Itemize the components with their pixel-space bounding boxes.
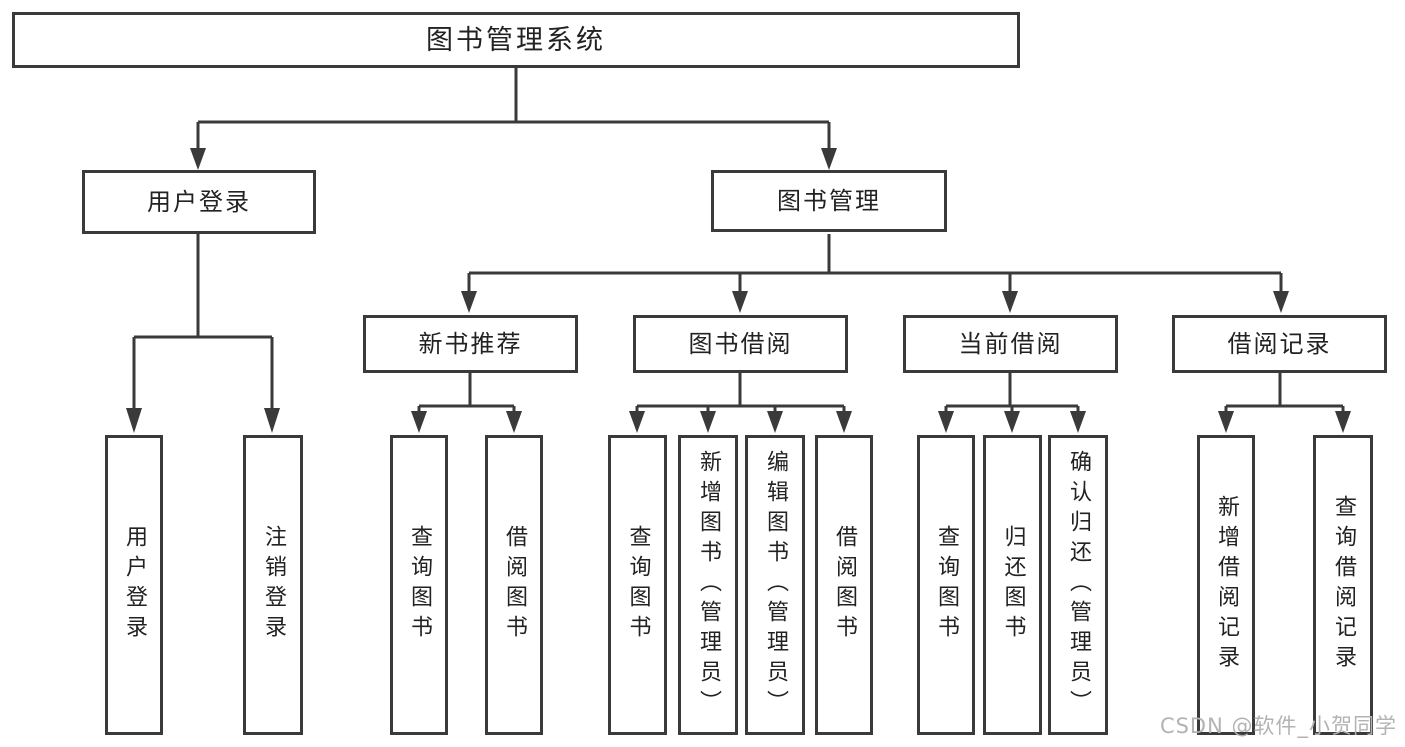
- node-label: 当前借阅: [958, 330, 1063, 358]
- node-label: 归还图书: [1000, 525, 1026, 645]
- node-label: 图书管理: [777, 187, 881, 215]
- node-label: 新增借阅记录: [1214, 495, 1239, 675]
- node-label: 查询图书: [625, 525, 651, 645]
- leaf-query-borrow-record: 查询借阅记录: [1313, 435, 1373, 735]
- leaf-add-borrow-record: 新增借阅记录: [1197, 435, 1255, 735]
- node-label: 借阅记录: [1227, 330, 1332, 358]
- node-label: 查询图书: [934, 525, 959, 645]
- node-label: 图书管理系统: [426, 24, 606, 56]
- leaf-query-books: 查询图书: [917, 435, 975, 735]
- leaf-return-books: 归还图书: [983, 435, 1042, 735]
- leaf-edit-books-admin: 编辑图书（管理员）: [745, 435, 805, 735]
- node-label: 编辑图书（管理员）: [763, 450, 788, 720]
- node-label: 新增图书（管理员）: [696, 450, 721, 720]
- leaf-query-books: 查询图书: [390, 435, 448, 735]
- leaf-borrow-books: 借阅图书: [815, 435, 873, 735]
- arrowheads: [126, 148, 1351, 433]
- leaf-add-books-admin: 新增图书（管理员）: [678, 435, 738, 735]
- node-book-management: 图书管理: [711, 170, 947, 232]
- node-label: 查询图书: [407, 525, 432, 645]
- node-root-system: 图书管理系统: [12, 12, 1020, 68]
- node-book-borrow: 图书借阅: [633, 315, 848, 373]
- node-label: 用户登录: [122, 525, 147, 645]
- leaf-logout: 注销登录: [243, 435, 303, 735]
- node-label: 注销登录: [261, 525, 286, 645]
- csdn-watermark: CSDN @软件_小贺同学: [1159, 714, 1397, 738]
- node-label: 查询借阅记录: [1331, 495, 1356, 675]
- node-label: 用户登录: [147, 188, 251, 216]
- node-label: 借阅图书: [502, 525, 527, 645]
- leaf-user-login: 用户登录: [105, 435, 163, 735]
- node-current-borrow: 当前借阅: [903, 315, 1118, 373]
- leaf-borrow-books: 借阅图书: [485, 435, 543, 735]
- node-borrow-records: 借阅记录: [1172, 315, 1387, 373]
- leaf-confirm-return-admin: 确认归还（管理员）: [1048, 435, 1108, 735]
- node-label: 确认归还（管理员）: [1066, 450, 1091, 720]
- node-label: 新书推荐: [418, 330, 523, 358]
- node-label: 图书借阅: [688, 330, 793, 358]
- node-label: 借阅图书: [832, 525, 857, 645]
- node-user-login: 用户登录: [82, 170, 316, 234]
- leaf-query-books: 查询图书: [608, 435, 667, 735]
- node-new-book-recommend: 新书推荐: [363, 315, 578, 373]
